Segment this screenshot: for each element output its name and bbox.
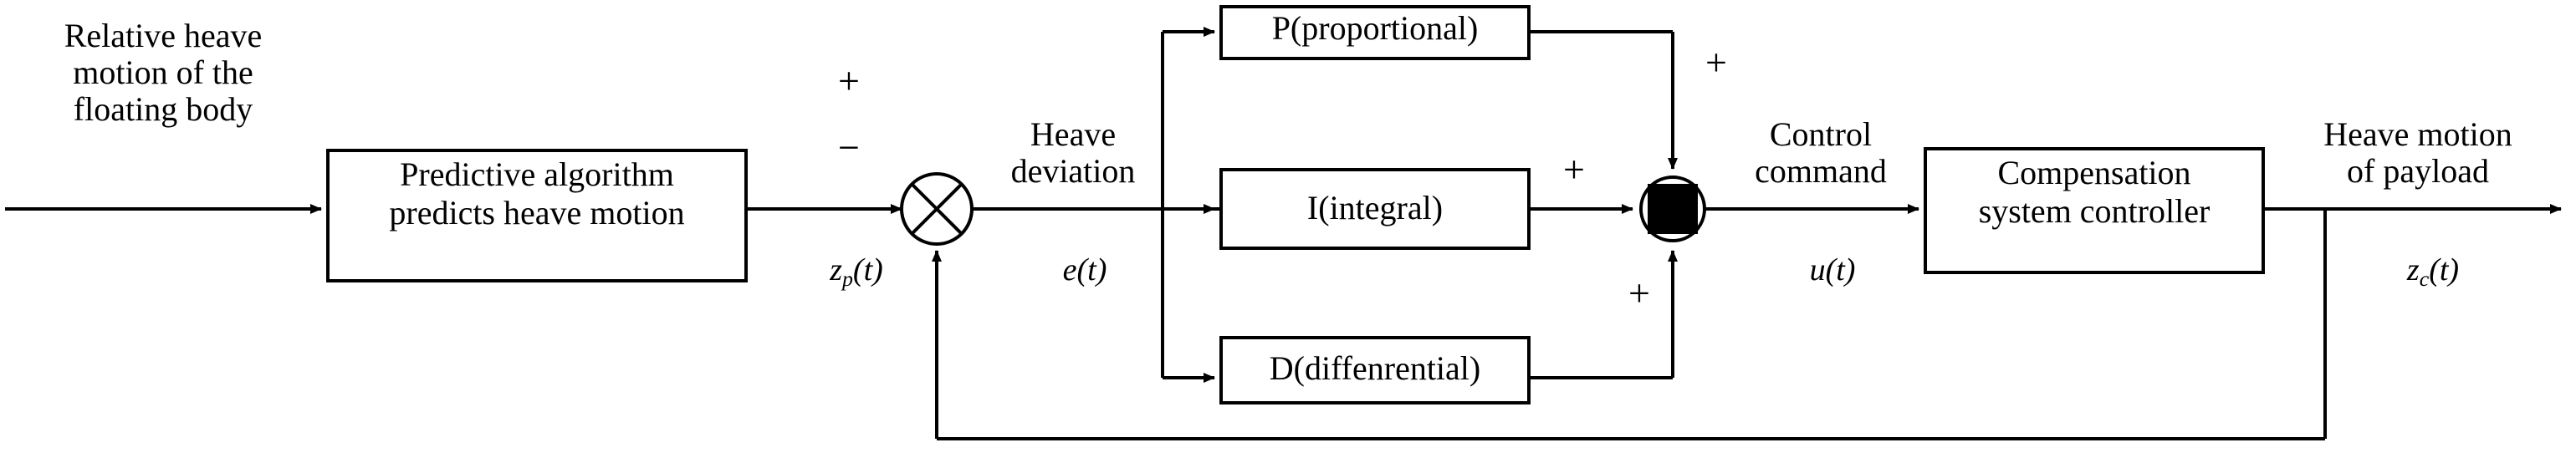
input-label-line2: motion of the [73, 53, 253, 91]
predicted-signal-label: zp(t) [774, 219, 907, 324]
error-signal-base: e [1062, 252, 1077, 287]
payload-signal-label: zc(t) [2350, 219, 2484, 324]
control-command-label-line2: command [1755, 152, 1887, 190]
derivative-block-label: D(diffenrential) [1269, 349, 1481, 387]
proportional-block-rect [1219, 5, 1531, 60]
sum1-minus-sign: − [838, 126, 860, 169]
compensation-block-label-line2: system controller [1978, 192, 2211, 230]
sum2-plus-bottom-sign: + [1628, 272, 1650, 314]
predicted-signal-arg: (t) [852, 252, 883, 287]
control-command-label-line1: Control [1769, 115, 1873, 153]
sum2-plus-mid-sign: + [1563, 148, 1585, 191]
command-signal-base: u [1809, 252, 1826, 287]
compensation-block-label-line1: Compensation [1997, 154, 2191, 191]
predictor-block-label-line2: predicts heave motion [389, 194, 685, 232]
payload-signal-subscript: c [2419, 266, 2430, 291]
integral-block-label: I(integral) [1306, 189, 1444, 226]
error-signal-label: e(t) [1002, 219, 1136, 324]
predicted-signal-subscript: p [842, 266, 853, 291]
compensation-block-rect [1924, 147, 2265, 274]
payload-signal-arg: (t) [2429, 252, 2460, 287]
input-label-line1: Relative heave [64, 17, 263, 54]
predictor-block-rect [326, 149, 748, 282]
command-signal-label: u(t) [1750, 219, 1883, 324]
output-label-line2: of payload [2347, 152, 2489, 190]
summing-junction-filled-square [1648, 184, 1698, 234]
output-label-line1: Heave motion [2323, 115, 2512, 153]
payload-signal-base: z [2406, 252, 2420, 287]
error-signal-arg: (t) [1076, 252, 1107, 287]
integral-block-rect [1219, 168, 1531, 250]
predicted-signal-base: z [830, 252, 842, 287]
command-signal-arg: (t) [1825, 252, 1856, 287]
input-label-line3: floating body [73, 90, 253, 128]
sum1-plus-sign: + [838, 59, 860, 102]
predictor-block-label-line1: Predictive algorithm [400, 155, 674, 193]
heave-deviation-label-line2: deviation [1010, 152, 1136, 190]
proportional-block-label: P(proportional) [1271, 9, 1479, 47]
heave-deviation-label-line1: Heave [1030, 115, 1117, 153]
summing-junction-cross-line-b [910, 182, 963, 236]
derivative-block-rect [1219, 336, 1531, 404]
sum2-plus-top-sign: + [1705, 41, 1727, 84]
